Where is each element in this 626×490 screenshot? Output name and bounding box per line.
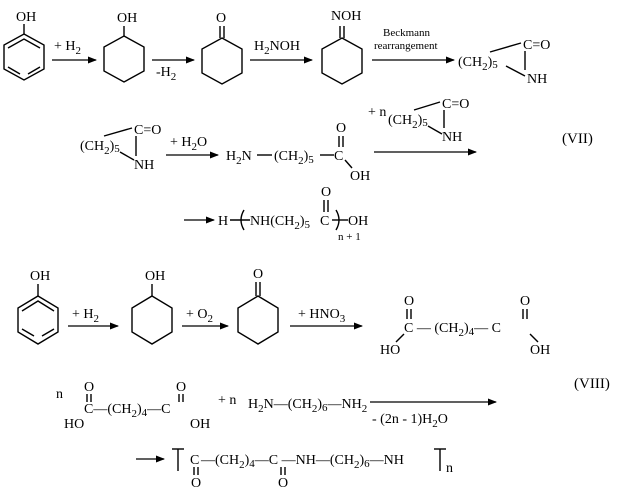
nylon-repeat-label: n (446, 461, 453, 476)
polymer-o-label: O (321, 185, 331, 200)
caprolactam-structure-1: C=O (CH2)5 NH (458, 38, 550, 87)
plus-n-label: + n (368, 105, 386, 120)
caprolactam-structure-3: C=O (CH2)5 NH (388, 97, 469, 145)
cyclohexanol-oh-label: OH (117, 11, 137, 26)
oxime-noh-label: NOH (331, 9, 361, 24)
phenol2-oh-label: OH (30, 269, 50, 284)
beckmann-label: Beckmann (383, 27, 431, 39)
reaction-viii-label: (VIII) (574, 376, 610, 392)
adipic-o-right-label: O (520, 294, 530, 309)
adipic-oh-label: OH (530, 343, 550, 358)
phenol-structure: OH (3, 10, 45, 81)
cyclohexanol-structure-2: OH (131, 269, 173, 345)
polymer-h-label: H (218, 214, 228, 229)
oxime-structure: NOH (321, 9, 363, 85)
polymer-chain-label: NH(CH2)5 (250, 214, 311, 232)
aminoacid-oh-label: OH (350, 169, 370, 184)
plus-n-label-2: + n (218, 393, 236, 408)
acid-o-left-label: O (84, 380, 94, 395)
nylon-o1-label: O (191, 476, 201, 490)
minus-h2-label: -H2 (156, 65, 176, 83)
n-coefficient-label: n (56, 387, 63, 402)
caprolactam-ch2-label: (CH2)5 (458, 55, 498, 73)
plus-o2-label: + O2 (186, 307, 213, 325)
nylon-o2-label: O (278, 476, 288, 490)
aminoacid-c-label: C (334, 149, 343, 164)
polymer-oh-label: OH (348, 214, 368, 229)
adipic-ho-label: HO (380, 343, 400, 358)
adipic-acid-structure-2: O O C—(CH2)4—C HO OH (64, 380, 210, 432)
nylon6-structure: H NH(CH2)5 C O OH n + 1 (218, 185, 368, 243)
caprolactam-structure-2: C=O (CH2)5 NH (80, 123, 161, 173)
adipic-o-left-label: O (404, 294, 414, 309)
caprolactam2-ch2-label: (CH2)5 (80, 139, 120, 157)
acid-chain-label: C—(CH2)4—C (84, 402, 170, 420)
caprolactam2-nh-label: NH (134, 158, 154, 173)
adipic-acid-structure: O O C — (CH2)4— C HO OH (380, 294, 550, 358)
rearrangement-label: rearrangement (374, 40, 438, 52)
caprolactam3-ch2-label: (CH2)5 (388, 113, 428, 131)
reaction-vii-label: (VII) (562, 131, 593, 147)
polymer-repeat-label: n + 1 (338, 231, 361, 243)
acid-o-right-label: O (176, 380, 186, 395)
acid-ho-label: HO (64, 417, 84, 432)
phenol-oh-label: OH (16, 10, 36, 25)
nylon-chain-label: —(CH2)4—C —NH—(CH2)6—NH (200, 453, 404, 471)
caprolactam3-co-label: C=O (442, 97, 469, 112)
ketone-o-label: O (216, 11, 226, 26)
nylon-c1-label: C (190, 453, 199, 468)
cyclohexanone-structure-2: O (237, 267, 279, 345)
diamine-label: H2N—(CH2)6—NH2 (248, 397, 367, 415)
reaction-viii: OH + H2 OH + O2 O + HNO3 O O C — (17, 267, 610, 490)
plus-h2-label: + H2 (54, 39, 81, 57)
ketone2-o-label: O (253, 267, 263, 282)
aminoacid-o-label: O (336, 121, 346, 136)
caprolactam-co-label: C=O (523, 38, 550, 53)
aminocaproic-acid-structure: H2N (CH2)5 C O OH (226, 121, 370, 184)
plus-h2o-label: + H2O (170, 135, 207, 153)
cyclohexanone-structure: O (201, 11, 243, 85)
caprolactam-nh-label: NH (527, 72, 547, 87)
aminoacid-chain-label: (CH2)5 (274, 149, 314, 167)
water-loss-label: - (2n - 1)H2O (372, 412, 448, 430)
nylon66-structure: C O —(CH2)4—C —NH—(CH2)6—NH O n (172, 448, 453, 490)
hydroxylamine-label: H2NOH (254, 39, 300, 57)
acid-oh-label: OH (190, 417, 210, 432)
cyclohexanol-structure: OH (103, 11, 145, 83)
reaction-vii: OH + H2 OH -H2 O H2NOH NOH Beckmann re (3, 9, 593, 243)
adipic-chain-label: C — (CH2)4— C (404, 321, 501, 339)
caprolactam2-co-label: C=O (134, 123, 161, 138)
plus-hno3-label: + HNO3 (298, 307, 346, 325)
cyclohexanol2-oh-label: OH (145, 269, 165, 284)
polymer-c-label: C (320, 214, 329, 229)
phenol-structure-2: OH (17, 269, 59, 345)
aminoacid-h2n-label: H2N (226, 149, 252, 167)
caprolactam3-nh-label: NH (442, 130, 462, 145)
plus-h2-label-2: + H2 (72, 307, 99, 325)
